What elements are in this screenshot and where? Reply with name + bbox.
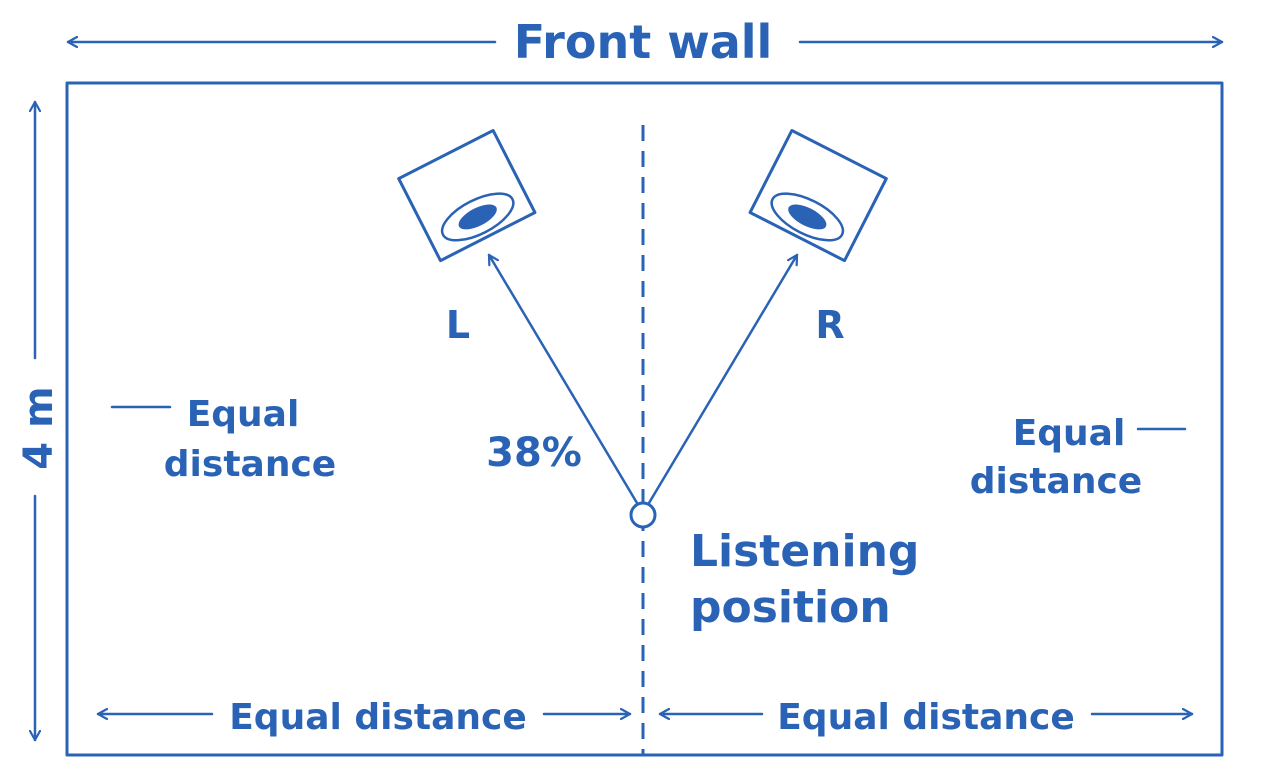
speaker-icon [397, 129, 537, 263]
speaker-icon [748, 129, 888, 263]
listening-position-line1: Listening [690, 526, 919, 577]
left-side-label-line1: Equal [187, 394, 300, 435]
right-side-label-line2: distance [970, 461, 1142, 502]
right-speaker [748, 129, 888, 263]
bottom-left-label: Equal distance [229, 697, 527, 738]
right-speaker-arrow [647, 253, 799, 505]
listener-marker-icon [629, 501, 657, 529]
bottom-right-label: Equal distance [777, 697, 1075, 738]
right-side-label-line1: Equal [1013, 413, 1126, 454]
left-speaker-label: L [446, 303, 470, 347]
listening-position-line2: position [690, 582, 891, 633]
left-speaker [397, 129, 537, 263]
front-wall-label: Front wall [514, 15, 773, 69]
left-side-label-line2: distance [164, 444, 336, 485]
left-speaker-arrow [487, 253, 639, 505]
right-speaker-label: R [815, 303, 844, 347]
room-depth-label: 4 m [16, 386, 62, 469]
angle-label: 38% [486, 430, 582, 476]
